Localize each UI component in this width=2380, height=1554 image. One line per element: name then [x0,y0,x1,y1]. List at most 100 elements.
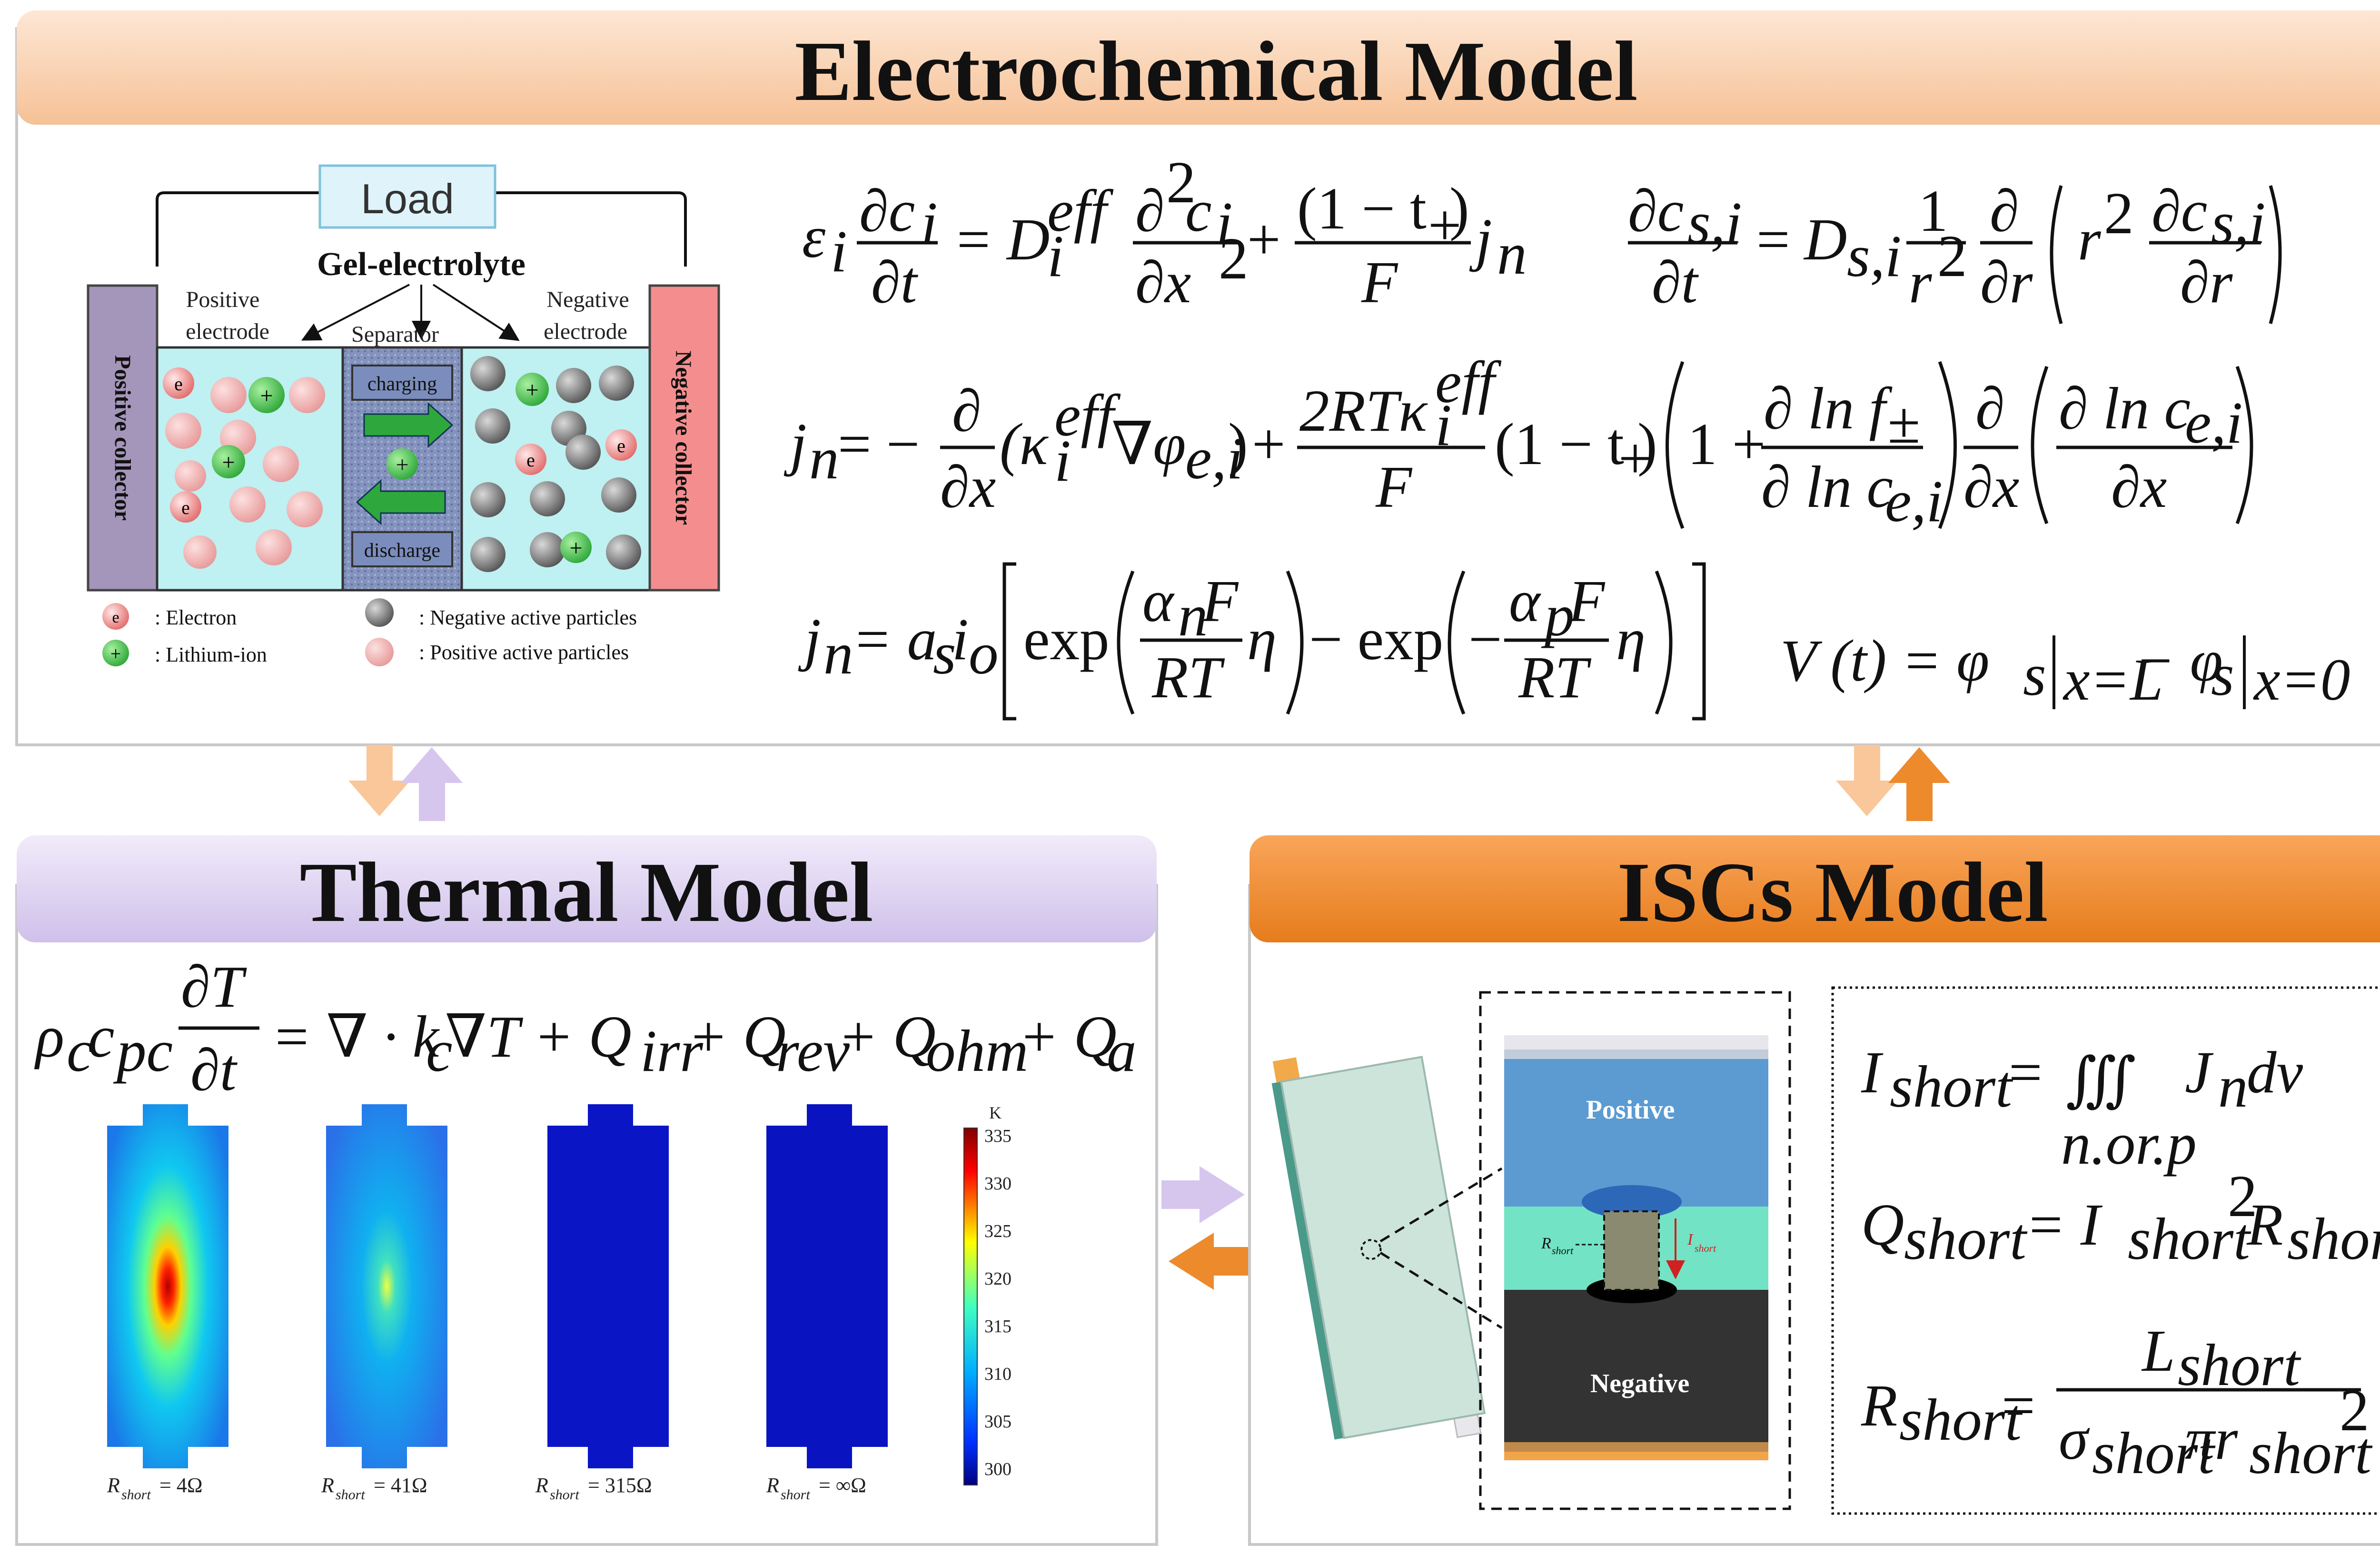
eq1-d2c-num-c: c [1185,178,1211,244]
positive-layer [1504,1059,1768,1207]
negative-layer-label: Negative [1590,1369,1689,1398]
eq-thermal-rho-sub: c [67,1019,93,1084]
arrow-iscs-to-thermal [1169,1233,1252,1290]
eq3-dx2: ∂x [1964,455,2019,520]
heatmap-1-label-val: = 4Ω [159,1474,203,1497]
equation-short-heat: Q short = I short 2 R short [1861,1164,2380,1272]
eq5-bar-sub1: x=L [2063,647,2163,713]
eq2-den: ∂t [1652,250,1699,316]
eq4-a-sub: s [933,621,956,687]
coupling-arrows [348,745,1950,1290]
equation-butler-volmer: j n = a s i o exp α n F RT η − exp − α p… [798,562,1706,721]
eq-thermal-num: ∂T [181,954,247,1020]
equation-short-resistance: R short = L short σ short πr short 2 [1861,1318,2373,1486]
eq3-plus: + [1252,412,1286,477]
eq2-r: r [2078,207,2102,273]
electrochemical-equations: ε i ∂c i ∂t = D i eff ∂ 2 c i ∂x 2 + (1 … [783,150,2350,721]
eq1-t-num: (1 − t [1297,176,1427,242]
eq3-d2: ∂ [1975,376,2005,442]
gel-electrolyte-label: Gel-electrolyte [317,246,526,283]
eq3-lnc-num-sub: e,i [2185,390,2242,456]
eq3-kappa-sup: eff [1054,383,1121,449]
equation-diffusion-solid: ∂c s,i ∂t = D s,i 1 r 2 ∂ ∂r r 2 ∂c s,i … [1628,178,2282,324]
isc3-r-sub: short [2249,1421,2373,1486]
eq3-grad-sub: e,i [1185,426,1243,492]
eq3-dx: ∂x [940,455,996,520]
heatmap-4-label-R: R [766,1474,779,1497]
iscs-panel: ISCs Model Positive Negative R [1248,835,2380,1546]
lithium-symbol: + [569,535,582,561]
eq3-t-sub: + [1618,426,1652,492]
eq3-lnc-num: ∂ ln c [2059,376,2191,442]
colorbar-tick-label: 305 [984,1412,1012,1432]
eq4-alpha-n-sub: n [1178,583,1208,649]
heatmap-1-label-R: R [107,1474,120,1497]
heatmap-1-cell [107,1104,228,1468]
eq1-d2c-num: ∂ [1135,178,1165,244]
eq-thermal-q4: a [1107,1019,1137,1084]
legend-negative-label: : Negative active particles [419,606,637,629]
eq4-F1: F [1201,569,1239,634]
isc2-Q-sub: short [1904,1207,2028,1272]
negative-electrode-line1: Negative [546,287,629,312]
cell-layer-edge [1271,1081,1344,1440]
eq3-frac-num: 2RTκ [1299,378,1428,444]
eq2-num: ∂c [1628,178,1684,244]
eq3-lnc-den: ∂x [2111,455,2167,520]
eq5-minus: − φ [2135,628,2223,694]
cell-body [1280,1056,1486,1439]
positive-collector [87,284,159,592]
eq-thermal-plus3: + Q [838,1004,936,1070]
eq-thermal-q1: irr [640,1019,704,1084]
short-location-marker [1360,1239,1382,1260]
zoom-line-top [1379,1167,1503,1243]
heatmap-4-label-sub: short [781,1487,810,1503]
thermal-title: Thermal Model [300,845,873,940]
eq1-d2c-den: ∂x [1135,250,1191,316]
load-box [318,164,496,229]
separator-label: Separator [351,322,439,347]
eq4-minus2: − [1468,607,1502,673]
eq1-equals: = [957,207,991,273]
isc3-sup: 2 [2340,1378,2370,1444]
legend-lithium-symbol: + [110,643,121,664]
colorbar-tick-label: 335 [984,1126,1012,1146]
separator-lithium-ion-symbol: + [396,452,408,477]
eq2-r-sup: 2 [2104,181,2134,247]
heatmap-2-label-R: R [321,1474,334,1497]
eq-thermal-rhs2: ∇T + Q [445,1004,632,1070]
eq3-lnf-den: ∂ ln c [1761,455,1893,520]
iscs-title: ISCs Model [1617,845,2048,940]
discharge-label: discharge [364,540,440,562]
positive-collector-label: Positive collector [110,355,135,521]
battery-legend: e : Electron + : Lithium-ion : Negative … [102,598,637,666]
cell-tab-positive [1272,1057,1300,1083]
eq2-D-sub: s,i [1847,224,1902,289]
eq2-dr: ∂r [1980,250,2033,316]
bottom-layer [1504,1442,1768,1452]
discharge-arrow [356,479,446,525]
zoom-line-bottom [1379,1251,1503,1329]
isc2-R: R [2246,1192,2283,1258]
i-short-label: I [1687,1231,1694,1248]
top-layer [1504,1035,1768,1049]
eq1-eps-sub: i [831,219,847,285]
charging-label: charging [367,373,437,395]
eq1-d2c-num-sub: i [1216,190,1233,256]
eq2-num-sub: s,i [1687,190,1742,256]
isc3-sigma: σ [2059,1406,2090,1472]
isc1-I: I [1861,1040,1884,1106]
eq-thermal-c: c [88,1004,114,1070]
colorbar-tick-label: 325 [984,1221,1012,1241]
positive-particles: e + + e [163,367,325,569]
colorbar-tick-label: 315 [984,1316,1012,1336]
negative-layer [1504,1290,1768,1442]
eq4-eta2: η [1616,607,1646,673]
eq4-minus: − exp [1309,607,1443,673]
isc2-sup: 2 [2228,1164,2258,1229]
eq3-t: (1 − t [1495,412,1624,477]
isc1-J: J [2185,1040,2214,1106]
eq4-RT2: RT [1518,645,1591,711]
